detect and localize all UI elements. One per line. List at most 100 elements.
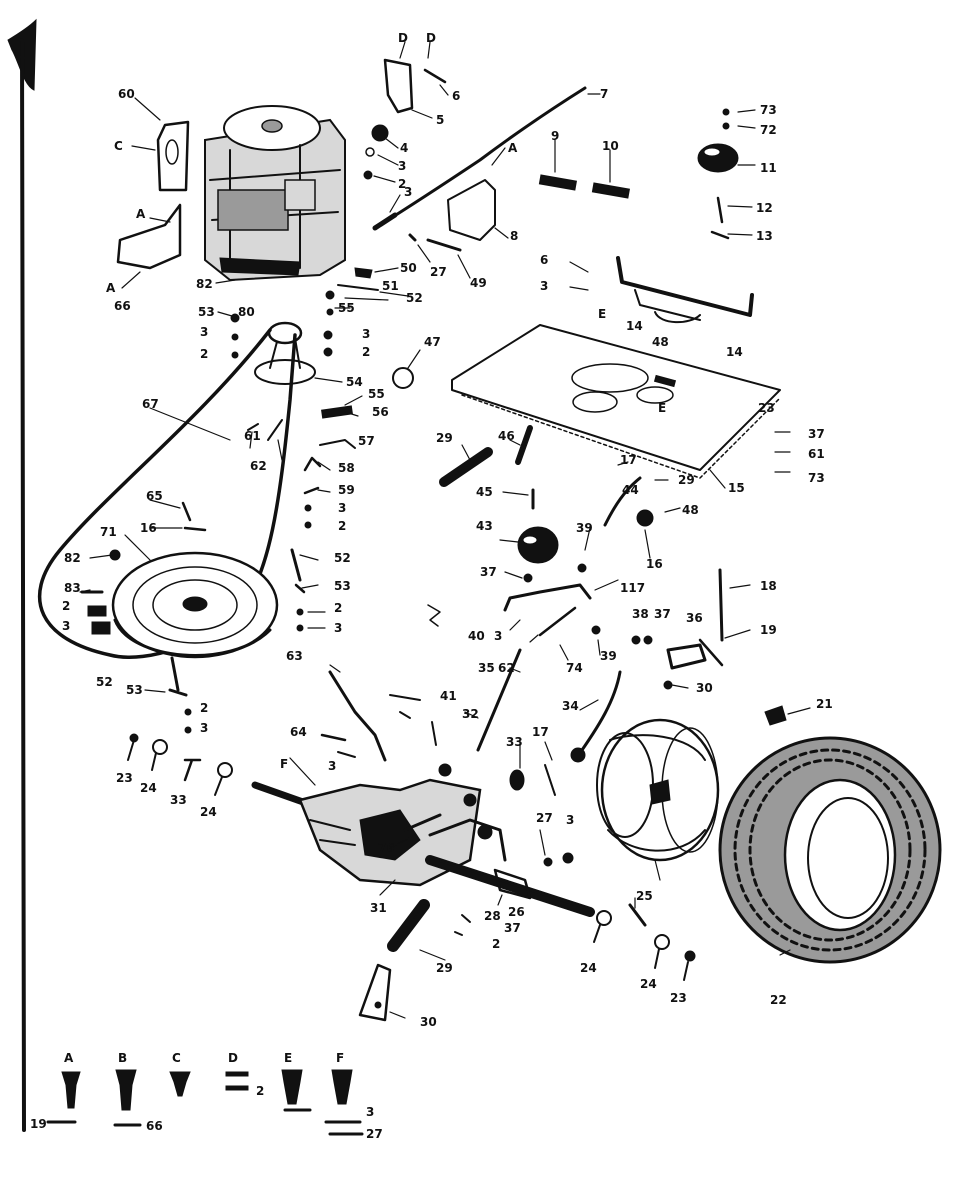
washer-part-24-c <box>596 910 612 926</box>
knob-highlight <box>703 147 721 157</box>
callout-24-d: 24 <box>640 977 657 991</box>
spring-part-46 <box>515 425 533 465</box>
callout-36: 36 <box>686 611 703 625</box>
callout-3-f: 3 <box>328 759 336 773</box>
callout-47-top: 47 <box>424 335 441 349</box>
callout-40: 40 <box>468 629 485 643</box>
callout-2-pulley: 2 <box>200 347 208 361</box>
callout-39-top: 39 <box>576 521 593 535</box>
legend-fastener-b <box>115 1069 137 1111</box>
callout-74: 74 <box>566 661 583 675</box>
callout-32: 32 <box>462 707 479 721</box>
callout-a-bracket: A <box>508 141 518 155</box>
washer-part-27-mid <box>543 857 553 867</box>
callout-65: 65 <box>146 489 163 503</box>
callout-62: 62 <box>250 459 267 473</box>
washer-part-24-b <box>217 762 233 778</box>
callout-9: 9 <box>551 129 559 143</box>
nut-part-3-e <box>184 726 192 734</box>
pin-part-25 <box>628 903 647 927</box>
callout-2-top: 2 <box>398 177 406 191</box>
callout-6-top: 6 <box>452 89 460 103</box>
bracket-part-30-bottom <box>358 963 392 1022</box>
callout-16-left: 16 <box>140 521 157 535</box>
nut-part-2-pulley <box>231 351 239 359</box>
washer-24c-stem <box>593 924 601 943</box>
legend-fastener-f <box>331 1069 353 1105</box>
callout-d-2: D <box>426 31 436 45</box>
lift-bar-bracket <box>634 289 701 324</box>
lever-part-5 <box>383 58 414 114</box>
callout-63: 63 <box>286 649 303 663</box>
nut-part-2-b <box>323 347 333 357</box>
valve-stem-part-21 <box>764 705 787 726</box>
bolt-part-53-right <box>294 583 306 594</box>
transaxle-part-31 <box>251 763 507 887</box>
callout-22: 22 <box>770 993 787 1007</box>
legend-letter-b: B <box>118 1051 127 1065</box>
callout-48: 48 <box>652 335 669 349</box>
knob-part-11 <box>697 143 739 173</box>
tire-part-22 <box>718 736 942 964</box>
spring-34-end <box>570 747 586 763</box>
callout-3-bar: 3 <box>540 279 548 293</box>
callout-19: 19 <box>760 623 777 637</box>
callout-3-mid: 3 <box>404 185 412 199</box>
screw-part-72 <box>722 122 730 130</box>
callout-7: 7 <box>600 87 608 101</box>
nut-part-55-top <box>326 308 334 316</box>
washer-part-24-d <box>654 934 670 950</box>
callout-34: 34 <box>562 699 579 713</box>
callout-31: 31 <box>370 901 387 915</box>
callout-23-right: 23 <box>670 991 687 1005</box>
deck-plate-cutout-3 <box>636 386 674 404</box>
knob-43-highlight <box>522 535 538 545</box>
callout-82-left: 82 <box>64 551 81 565</box>
bracket-part-8 <box>447 179 496 241</box>
legend-bottom-mid: 66 <box>146 1119 163 1133</box>
callout-2-d: 2 <box>200 701 208 715</box>
wheel-rim-part-36 <box>596 718 720 862</box>
callout-43: 43 <box>476 519 493 533</box>
callout-15: 15 <box>728 481 745 495</box>
legend-sub-f: 27 <box>366 1127 383 1141</box>
callout-60: 60 <box>118 87 135 101</box>
callout-67: 67 <box>142 397 159 411</box>
callout-55-top: 55 <box>338 301 355 315</box>
deck-plate-edge <box>461 394 781 479</box>
leader-lines <box>79 41 811 1019</box>
knob-part-4 <box>371 124 389 142</box>
callout-3-left: 3 <box>62 619 70 633</box>
washer-23r-stem <box>683 961 689 981</box>
shift-rod-part-32 <box>476 648 522 752</box>
callout-38: 38 <box>632 607 649 621</box>
pin-part-30-right <box>663 680 673 690</box>
callout-71: 71 <box>100 525 117 539</box>
callout-29-top: 29 <box>436 431 453 445</box>
callout-e-plate: E <box>658 401 666 415</box>
bracket-hole <box>165 139 179 165</box>
callout-23-left: 23 <box>116 771 133 785</box>
callout-4: 4 <box>400 141 408 155</box>
throttle-cable-part-7 <box>378 86 587 227</box>
washer-part-2-e <box>454 931 463 936</box>
callout-53-right: 53 <box>334 579 351 593</box>
bolt-part-12 <box>716 196 724 224</box>
callout-a-upper: A <box>136 207 146 221</box>
callout-24-a: 24 <box>140 781 157 795</box>
pin-part-39 <box>577 563 587 573</box>
callout-26: 26 <box>508 905 525 919</box>
nut-part-2-d <box>184 708 192 716</box>
callout-29-bottom: 29 <box>436 961 453 975</box>
legend-letter-e: E <box>284 1051 292 1065</box>
deck-plate-cutout-1 <box>571 363 649 393</box>
nut-part-3-left <box>91 621 111 635</box>
callout-33: 33 <box>506 735 523 749</box>
washer-part-3-b <box>323 330 333 340</box>
callout-72: 72 <box>760 123 777 137</box>
callout-3-g: 3 <box>566 813 574 827</box>
legend-tag-f: 3 <box>366 1105 374 1119</box>
nut-part-2-right <box>296 608 304 616</box>
callout-58: 58 <box>338 461 355 475</box>
callout-3-right: 3 <box>334 621 342 635</box>
